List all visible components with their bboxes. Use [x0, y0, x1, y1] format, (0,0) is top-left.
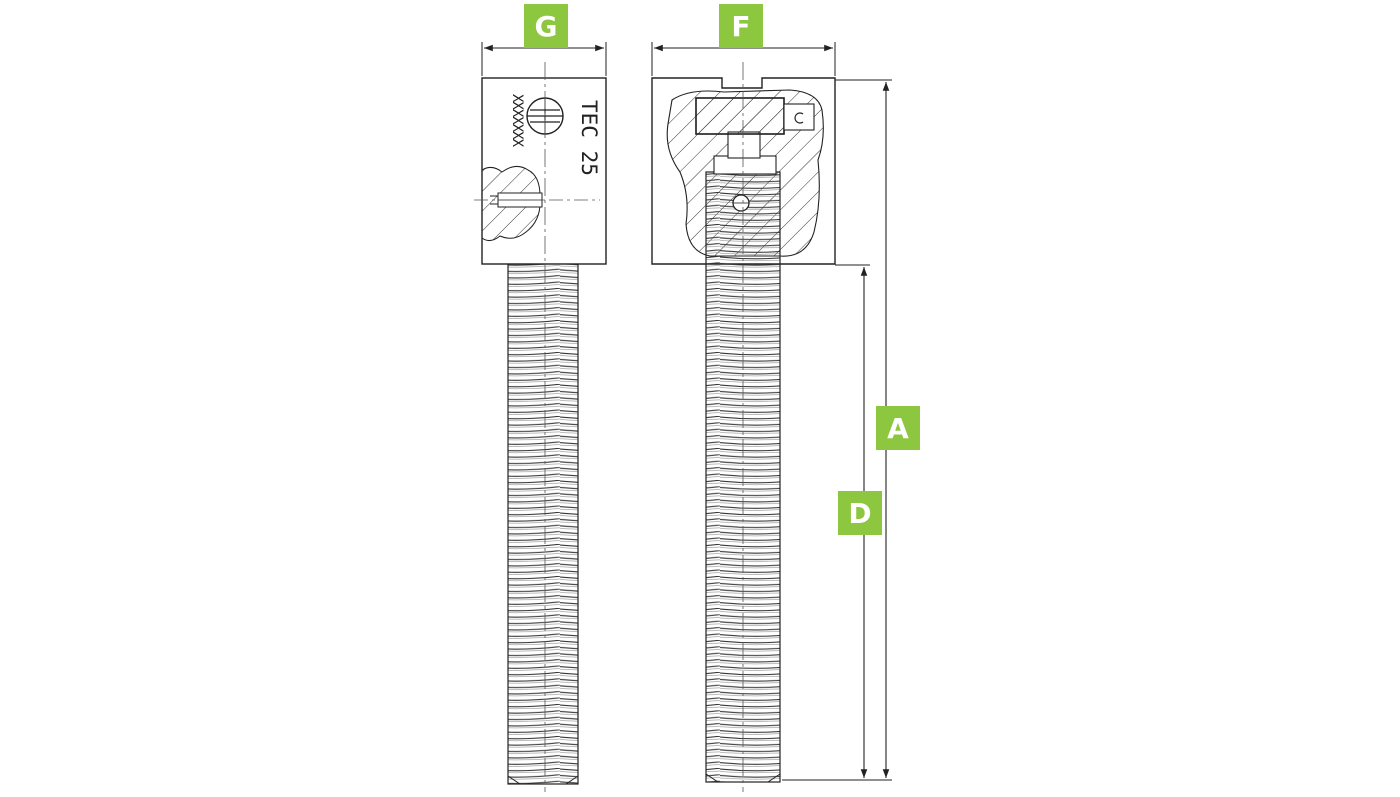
label-d: D	[838, 491, 882, 535]
t-head-bar	[695, 97, 785, 135]
label-a: A	[876, 406, 920, 450]
model-engraving: TEC 25	[577, 100, 601, 176]
dimension-f-line	[651, 42, 836, 76]
dimension-g-line	[481, 42, 607, 76]
label-g: G	[524, 4, 568, 48]
label-f: F	[719, 4, 763, 48]
cross-pin-icon	[732, 194, 750, 212]
serial-engraving: XXXXXXX	[509, 94, 525, 147]
left-anchor-view	[474, 42, 607, 792]
right-anchor-view	[651, 42, 836, 792]
left-threaded-rod	[507, 261, 579, 785]
